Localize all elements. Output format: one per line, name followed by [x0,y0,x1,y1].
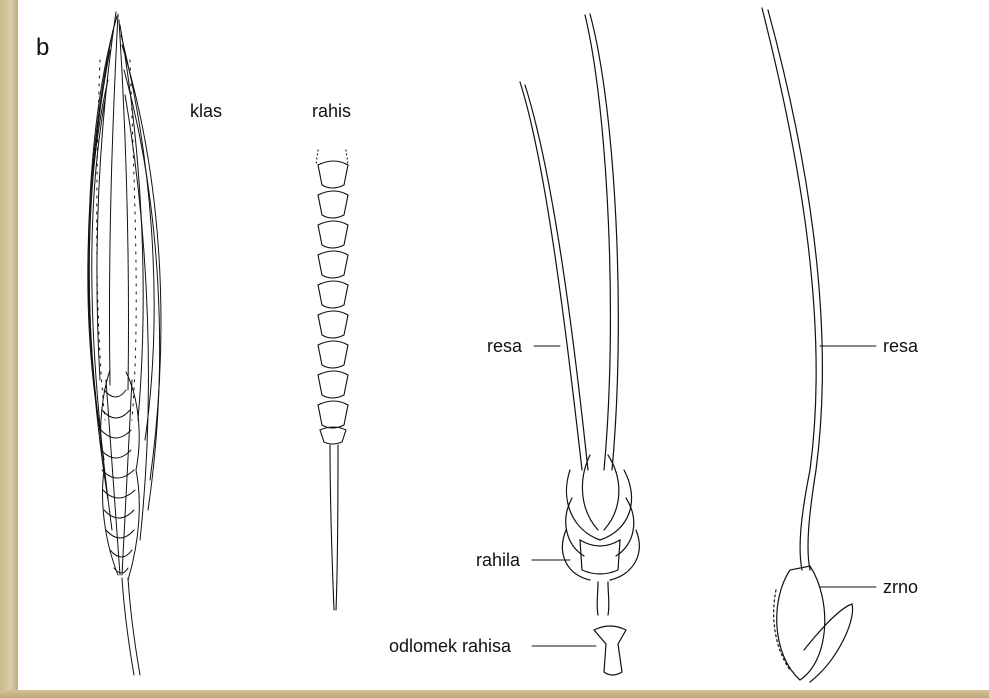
grain-drawing [762,8,853,682]
label-resa-left: resa [487,337,522,355]
label-rahis: rahis [312,102,351,120]
label-zrno: zrno [883,578,918,596]
label-rahila: rahila [476,551,520,569]
label-resa-right: resa [883,337,918,355]
label-klas: klas [190,102,222,120]
ear-drawing [88,12,161,675]
rachis-drawing [316,150,348,610]
spikelet-drawing [520,14,639,615]
label-odlomek-rahisa: odlomek rahisa [389,637,511,655]
panel-letter: b [36,36,49,60]
leader-lines [532,346,876,646]
rachis-fragment-drawing [594,626,626,675]
